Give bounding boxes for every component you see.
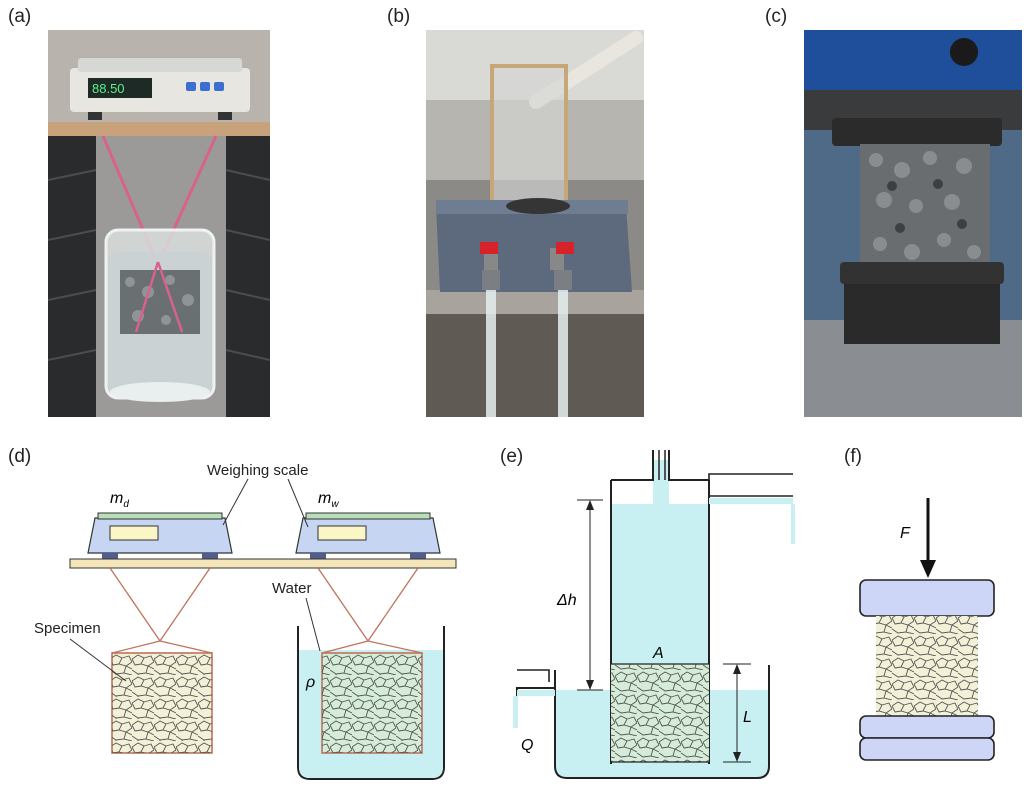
length-label: L bbox=[743, 709, 752, 726]
top-outflow-stream bbox=[791, 504, 795, 544]
left-string bbox=[109, 567, 161, 642]
dry-mass-label: md bbox=[110, 490, 129, 510]
dh-arrow-top bbox=[586, 500, 594, 510]
right-scale-display bbox=[317, 525, 367, 541]
photo-a-drawing: 88.50 bbox=[48, 30, 270, 417]
photo-a-weighing-setup: 88.50 bbox=[48, 30, 270, 417]
top-overflow bbox=[708, 473, 793, 480]
top-overflow-water bbox=[709, 498, 793, 504]
l-arrow-top bbox=[733, 664, 741, 674]
panel-label-e: (e) bbox=[500, 446, 524, 467]
top-overflow bbox=[708, 480, 793, 497]
head-difference-label: Δh bbox=[556, 592, 577, 609]
right-scale-pan bbox=[305, 512, 431, 520]
bottom-platen-lower bbox=[859, 737, 995, 761]
left-scale-display bbox=[109, 525, 159, 541]
dh-arrow-bottom bbox=[586, 680, 594, 690]
left-scale-foot bbox=[202, 553, 218, 559]
panel-label-c: (c) bbox=[765, 6, 788, 27]
scale-leader-left bbox=[222, 478, 249, 526]
dry-specimen-texture bbox=[112, 653, 212, 753]
right-string bbox=[367, 640, 423, 654]
diagram-f-compression: F bbox=[859, 498, 995, 761]
outer-lip bbox=[517, 669, 550, 682]
panel-label-b: (b) bbox=[387, 6, 411, 27]
scale-leader-right bbox=[287, 478, 309, 528]
column-cap bbox=[611, 450, 709, 481]
area-label: A bbox=[652, 645, 664, 662]
right-string bbox=[317, 567, 369, 642]
overflow-water bbox=[517, 690, 555, 696]
right-string bbox=[321, 640, 369, 654]
compression-specimen-texture bbox=[876, 616, 978, 716]
panel-label-d: (d) bbox=[8, 446, 32, 467]
panel-label-a: (a) bbox=[8, 6, 32, 27]
outer-container bbox=[554, 665, 770, 779]
column-specimen-texture bbox=[611, 664, 709, 762]
panel-label-f: (f) bbox=[844, 446, 862, 467]
scale-display-readout: 88.50 bbox=[92, 81, 125, 96]
weighing-scale-label: Weighing scale bbox=[207, 462, 308, 479]
photo-b-drawing bbox=[426, 30, 644, 417]
left-string bbox=[111, 640, 161, 654]
water-tank bbox=[297, 626, 445, 780]
left-scale-foot bbox=[102, 553, 118, 559]
photo-b-permeability-setup bbox=[426, 30, 644, 417]
specimen-label: Specimen bbox=[34, 620, 101, 637]
photo-c-drawing bbox=[804, 30, 1022, 417]
specimen-leader bbox=[69, 638, 127, 682]
left-string bbox=[159, 567, 211, 642]
water-label: Water bbox=[272, 580, 311, 597]
l-arrow-bottom bbox=[733, 752, 741, 762]
force-label: F bbox=[900, 525, 911, 542]
photo-c-compression-test bbox=[804, 30, 1022, 417]
density-label: ρ bbox=[305, 674, 315, 691]
wet-mass-label: mw bbox=[318, 490, 339, 510]
bottom-platen-upper bbox=[859, 715, 995, 739]
weighing-platform bbox=[69, 558, 457, 569]
flow-rate-label: Q bbox=[521, 737, 533, 754]
water-leader bbox=[305, 597, 321, 652]
right-scale-foot bbox=[410, 553, 426, 559]
right-scale-foot bbox=[310, 553, 326, 559]
inlet-water bbox=[653, 460, 669, 504]
right-string bbox=[367, 567, 419, 642]
wet-specimen-texture bbox=[322, 653, 422, 753]
diagram-e-permeability: Δh A L Q bbox=[513, 450, 795, 779]
left-scale-pan bbox=[97, 512, 223, 520]
outflow-stream bbox=[513, 696, 518, 728]
diagram-d-weighing: md mw Weighing scale Specimen Water ρ bbox=[34, 462, 457, 780]
force-arrow-head bbox=[920, 560, 936, 578]
top-platen bbox=[859, 579, 995, 617]
left-string bbox=[159, 640, 213, 654]
